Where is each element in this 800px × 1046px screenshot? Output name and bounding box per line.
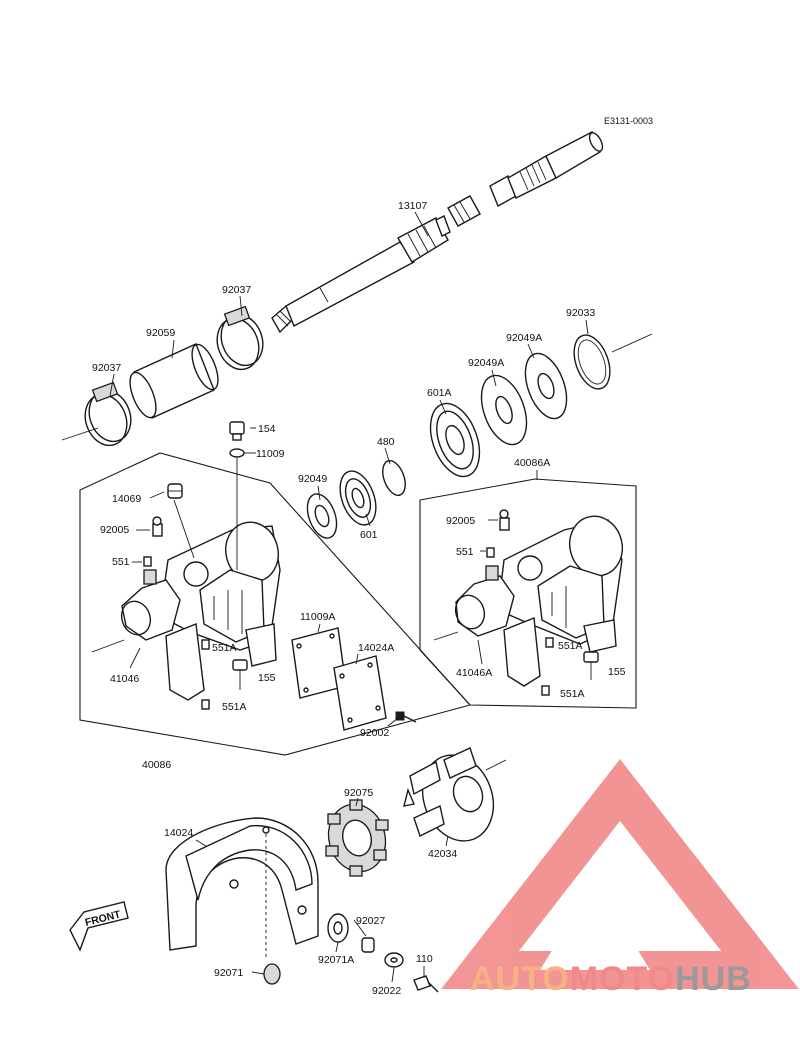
cap-92071 xyxy=(263,963,281,985)
watermark-auto: AUTO xyxy=(470,960,570,998)
bolt-154 xyxy=(229,421,245,441)
watermark-hub: HUB xyxy=(675,960,752,998)
label-11009A: 11009A xyxy=(300,611,335,623)
label-41046A: 41046A xyxy=(456,667,492,679)
label-92049A-upper: 92049A xyxy=(506,332,542,344)
label-14024: 14024 xyxy=(164,827,193,839)
watermark-moto: MOTO xyxy=(570,960,675,998)
label-92002: 92002 xyxy=(360,727,389,739)
label-40086: 40086 xyxy=(142,759,171,771)
label-40086A: 40086A xyxy=(514,457,550,469)
label-42034: 42034 xyxy=(428,848,457,860)
snap-ring-92033 xyxy=(573,334,611,390)
label-480: 480 xyxy=(377,436,395,448)
drive-shaft xyxy=(271,131,604,334)
label-551-right: 551 xyxy=(456,546,474,558)
label-13107: 13107 xyxy=(398,200,427,212)
collar-92027 xyxy=(361,937,375,953)
bearing-601A xyxy=(429,402,481,478)
label-92059: 92059 xyxy=(146,327,175,339)
label-92037-upper: 92037 xyxy=(222,284,251,296)
plug-14069 xyxy=(167,483,183,499)
housing-41046A xyxy=(454,515,623,687)
bushing-92071A xyxy=(327,913,349,943)
front-direction-marker: FRONT xyxy=(69,901,129,952)
label-551-left: 551 xyxy=(112,556,130,568)
label-11009: 11009 xyxy=(256,448,285,460)
label-155-left: 155 xyxy=(258,672,276,684)
shaft-axis-line xyxy=(61,427,99,441)
ref-code: E3131-0003 xyxy=(604,116,653,126)
label-14024A: 14024A xyxy=(358,642,394,654)
label-92022: 92022 xyxy=(372,985,401,997)
cover-14024A xyxy=(333,655,387,731)
label-154: 154 xyxy=(258,423,276,435)
bearing-601 xyxy=(339,470,377,526)
label-551A-left: 551A xyxy=(212,642,237,654)
coupling-42034 xyxy=(403,747,495,842)
label-155-right: 155 xyxy=(608,666,626,678)
washer-92049A-outer xyxy=(524,352,568,420)
washer-551A-lower-right xyxy=(541,685,550,696)
damper-92075 xyxy=(325,799,389,877)
label-601: 601 xyxy=(360,529,378,541)
label-110: 110 xyxy=(416,953,433,965)
part-labels: E3131-0003 13107 92037 92059 92037 154 1… xyxy=(92,116,653,997)
hose-clamp-lower xyxy=(84,381,132,447)
bolt-92002 xyxy=(395,711,417,723)
label-551A-lower-right: 551A xyxy=(560,688,585,700)
label-92027: 92027 xyxy=(356,915,385,927)
label-92071A: 92071A xyxy=(318,954,354,966)
label-601A: 601A xyxy=(427,387,452,399)
label-92049: 92049 xyxy=(298,473,327,485)
label-92005-right: 92005 xyxy=(446,515,475,527)
label-14069: 14069 xyxy=(112,493,141,505)
seal-92049 xyxy=(306,493,338,539)
label-41046: 41046 xyxy=(110,673,139,685)
label-92005-left: 92005 xyxy=(100,524,129,536)
washer-551A-right xyxy=(545,637,554,648)
guard-14024 xyxy=(165,817,319,951)
washer-92022 xyxy=(384,952,404,968)
grease-nipple-92005 xyxy=(152,516,163,537)
label-551A-lower-left: 551A xyxy=(222,701,247,713)
bolt-110 xyxy=(413,975,439,993)
label-551A-right: 551A xyxy=(558,640,583,652)
watermark-text: AUTOMOTOHUB xyxy=(470,960,752,998)
grease-nipple-92005A xyxy=(499,509,510,531)
label-92037-lower: 92037 xyxy=(92,362,121,374)
rubber-sleeve xyxy=(129,343,219,419)
bolt-155-left xyxy=(232,659,248,690)
watermark-logo-triangle xyxy=(441,759,799,989)
assembly-outline-40086A xyxy=(419,478,637,709)
washer-551A-lower-left xyxy=(201,699,210,710)
snap-ring-480 xyxy=(382,460,406,496)
washer-11009 xyxy=(229,448,245,458)
bolt-155-right xyxy=(583,651,599,680)
washer-92049A-inner xyxy=(480,374,528,446)
label-92071: 92071 xyxy=(214,967,243,979)
housing-41046 xyxy=(120,521,281,701)
label-92049A-lower: 92049A xyxy=(468,357,504,369)
washer-551A-left xyxy=(201,639,210,650)
washer-551-left xyxy=(143,556,152,567)
washer-551-right xyxy=(486,547,495,558)
label-92033: 92033 xyxy=(566,307,595,319)
leader-lines xyxy=(109,211,589,983)
label-92075: 92075 xyxy=(344,787,373,799)
hose-clamp-upper xyxy=(216,305,264,371)
